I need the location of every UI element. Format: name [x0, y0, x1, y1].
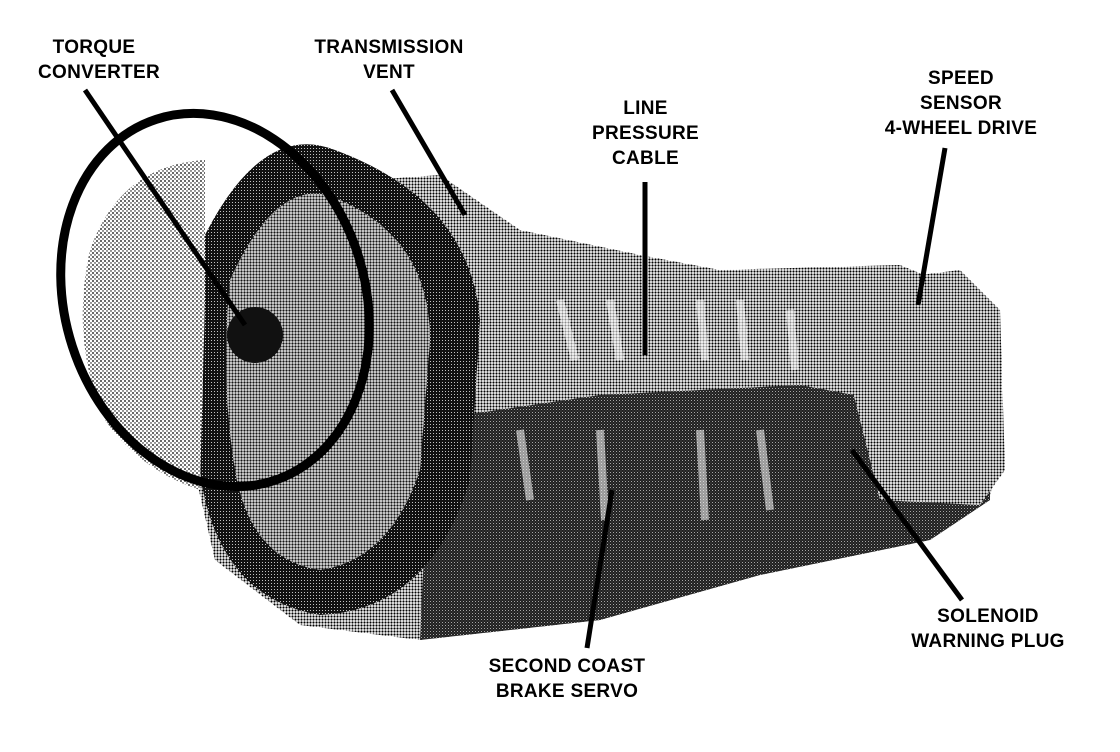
solenoid-warning-plug-label: SOLENOID WARNING PLUG [900, 604, 1076, 654]
bell-housing-inner [226, 194, 430, 570]
transmission-vent-label: TRANSMISSION VENT [300, 35, 478, 85]
converter-hub [227, 307, 283, 363]
torque-converter-label: TORQUE CONVERTER [38, 35, 150, 85]
second-coast-brake-servo-label: SECOND COAST BRAKE SERVO [474, 654, 660, 704]
speed-sensor-label: SPEED SENSOR 4-WHEEL DRIVE [878, 66, 1044, 141]
line-pressure-cable-label: LINE PRESSURE CABLE [588, 96, 703, 171]
torque-converter-disc [83, 160, 205, 490]
